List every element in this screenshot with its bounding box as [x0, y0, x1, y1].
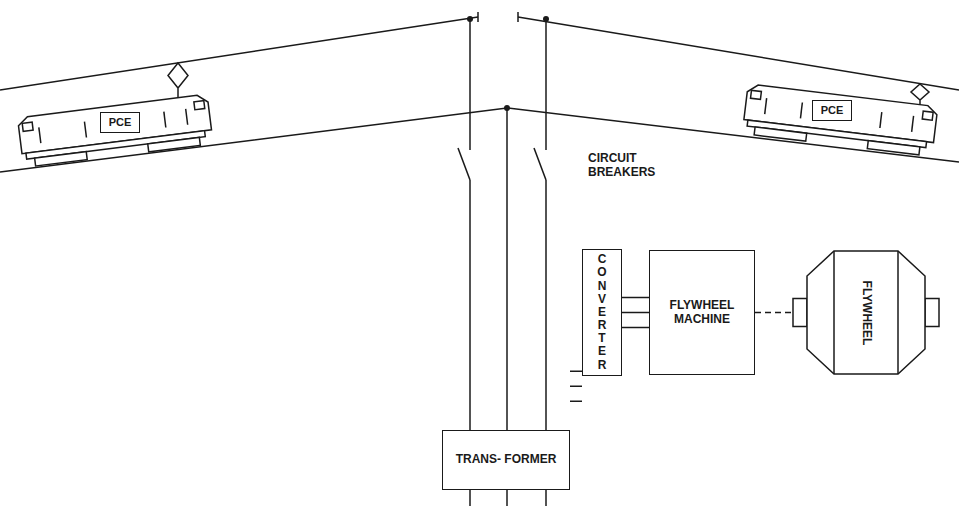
node-text: TRANS- FORMER	[456, 453, 557, 467]
feeder-wire	[469, 180, 471, 430]
pantograph	[168, 63, 188, 98]
pce-box: PCE	[100, 112, 140, 133]
return-wire	[506, 108, 508, 430]
supply-wire	[506, 490, 508, 506]
converter-box: CONVERTER	[582, 249, 622, 376]
connector	[755, 312, 792, 314]
feeder-wire	[469, 19, 471, 150]
feeder-wire	[545, 180, 547, 430]
node-text: PCE	[109, 116, 132, 129]
breaker-blade	[458, 148, 470, 180]
callout-label: CIRCUIT BREAKERS	[588, 152, 672, 180]
section-gap-end	[477, 12, 479, 22]
junction-dot	[467, 16, 473, 22]
locomotive	[742, 84, 938, 157]
connector	[570, 371, 582, 401]
node-text: PCE	[821, 104, 844, 117]
transformer-box: TRANS- FORMER	[442, 430, 570, 490]
pantograph	[911, 84, 929, 106]
feeder-wire	[545, 19, 547, 150]
contact-wire	[518, 17, 959, 90]
node-text: CONVERTER	[596, 253, 608, 372]
junction-dot	[543, 16, 549, 22]
supply-wire	[545, 490, 547, 506]
node-text: FLYWHEEL MACHINE	[650, 299, 754, 327]
pce-box: PCE	[812, 100, 852, 121]
contact-wire	[0, 17, 478, 90]
supply-wire	[469, 490, 471, 506]
section-gap-end	[517, 12, 519, 22]
flywheel-shape: FLYWHEEL	[792, 250, 940, 375]
node-text: FLYWHEEL	[859, 280, 873, 345]
locomotive	[17, 94, 213, 167]
junction-dot	[504, 105, 510, 111]
breaker-blade	[534, 148, 546, 180]
flywheel-machine-box: FLYWHEEL MACHINE	[649, 250, 755, 375]
connector	[622, 298, 649, 328]
